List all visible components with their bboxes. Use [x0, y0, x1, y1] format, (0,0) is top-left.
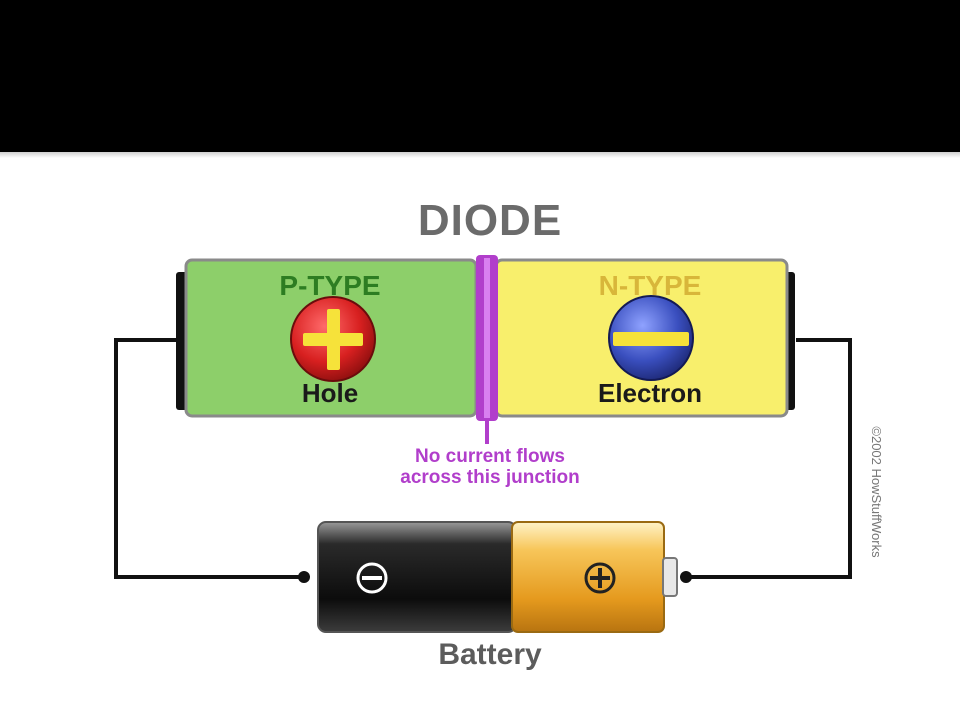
left-wire [114, 338, 304, 579]
battery-negative-symbol [356, 562, 388, 594]
p-type-label: P-TYPE [279, 270, 381, 301]
junction-highlight [484, 258, 490, 418]
battery-label: Battery [438, 638, 542, 671]
electron-icon [608, 295, 694, 381]
battery-positive-symbol [584, 562, 616, 594]
junction-note-line-2: across this junction [400, 467, 580, 488]
slide-title-band [0, 0, 960, 152]
junction-note: No current flows across this junction [320, 446, 660, 488]
hole-icon [290, 296, 376, 382]
n-type-label: N-TYPE [598, 270, 702, 301]
battery [317, 521, 678, 633]
left-connection-dot [298, 571, 310, 583]
minus-bar-icon [362, 576, 382, 580]
battery-positive-half [511, 521, 665, 633]
battery-positive-nub [662, 557, 678, 597]
diagram-title: DIODE [417, 196, 563, 245]
hole-label: Hole [301, 378, 359, 408]
circuit-wires [114, 338, 852, 579]
plus-vertical-icon [598, 568, 602, 588]
title-band-divider [0, 152, 960, 158]
copyright-text: ©2002 HowStuffWorks [869, 426, 884, 558]
right-connection-dot [680, 571, 692, 583]
electron-label: Electron [597, 378, 703, 408]
junction-note-line-1: No current flows [415, 446, 565, 467]
right-wire [686, 338, 852, 579]
battery-negative-half [317, 521, 517, 633]
